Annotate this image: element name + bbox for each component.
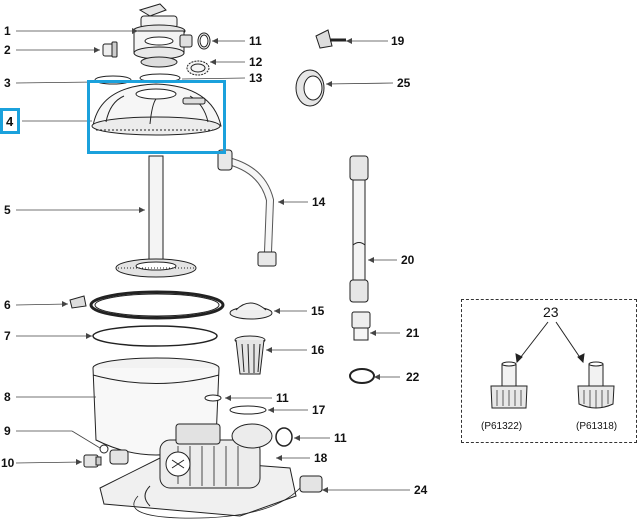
highlight-box-part xyxy=(87,80,226,154)
threaded-ring-part xyxy=(186,60,210,76)
callout-24: 24 xyxy=(414,483,428,497)
o-ring-part xyxy=(197,32,211,50)
filter-hose-part xyxy=(217,149,277,267)
small-o-ring-part xyxy=(204,394,222,402)
callout-9: 9 xyxy=(4,424,11,438)
highlight-box-label: 4 xyxy=(0,108,20,134)
callout-11-pump: 11 xyxy=(334,431,347,445)
multiport-valve-part xyxy=(132,3,193,68)
pump-motor-part xyxy=(99,423,323,519)
callout-21: 21 xyxy=(406,326,420,340)
callout-15: 15 xyxy=(311,304,325,318)
kit-parts-drawing xyxy=(490,321,615,409)
leader-arrows xyxy=(62,28,380,493)
tank-o-ring-part xyxy=(92,325,218,347)
callout-16: 16 xyxy=(311,343,325,357)
callout-12: 12 xyxy=(249,55,263,69)
callout-3: 3 xyxy=(4,76,11,90)
hose-clamp-part xyxy=(349,368,375,384)
connection-pipe-part xyxy=(349,155,369,303)
callout-6: 6 xyxy=(4,298,11,312)
hose-adapter-part xyxy=(351,311,371,341)
lateral-assembly-part xyxy=(115,155,197,278)
tank-clamp-part xyxy=(69,290,225,320)
standpipe-adapter-left xyxy=(490,361,528,409)
callout-14: 14 xyxy=(312,195,326,209)
callout-20: 20 xyxy=(401,253,415,267)
callout-4: 4 xyxy=(6,114,14,129)
callout-10: 10 xyxy=(1,456,15,470)
strainer-basket-part xyxy=(234,335,266,375)
drain-plug-part xyxy=(83,454,102,468)
callout-11-tank: 11 xyxy=(276,391,289,405)
tank-lid-part xyxy=(91,83,222,136)
callout-5: 5 xyxy=(4,203,11,217)
callout-17: 17 xyxy=(312,403,326,417)
callout-7: 7 xyxy=(4,329,11,343)
callout-1: 1 xyxy=(4,24,11,38)
standpipe-adapter-right xyxy=(577,361,615,409)
valve-cap-part xyxy=(102,41,118,58)
kit-right-part-label: (P61318) xyxy=(576,421,618,432)
pump-seal-ring-part xyxy=(229,405,267,415)
callout-22: 22 xyxy=(406,370,420,384)
kit-23-box xyxy=(461,299,637,443)
union-nut-part xyxy=(295,69,325,107)
pump-o-ring-part xyxy=(275,427,293,447)
callout-19: 19 xyxy=(391,34,405,48)
callout-11-valve: 11 xyxy=(249,34,262,48)
strainer-cover-part xyxy=(229,302,273,320)
callout-2: 2 xyxy=(4,43,11,57)
drain-seal-part xyxy=(99,444,109,454)
kit-left-part-label: (P61322) xyxy=(481,421,523,432)
kit-number-label: 23 xyxy=(543,304,559,320)
callout-18: 18 xyxy=(314,451,328,465)
callout-8: 8 xyxy=(4,390,11,404)
callout-25: 25 xyxy=(397,76,411,90)
air-release-valve-part xyxy=(315,29,346,49)
callout-13: 13 xyxy=(249,71,263,85)
